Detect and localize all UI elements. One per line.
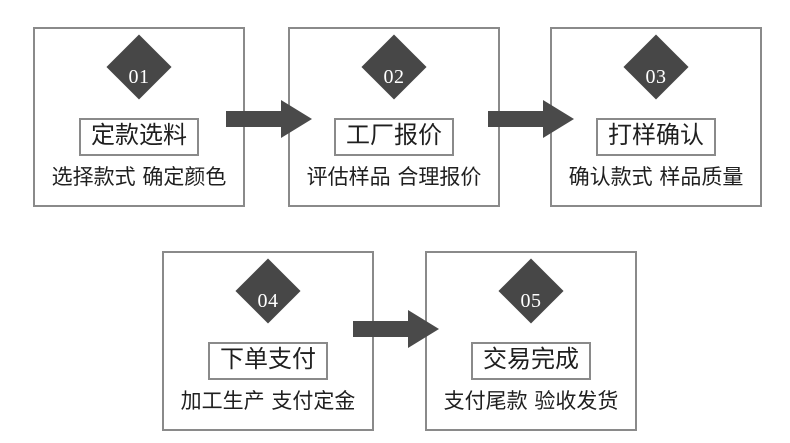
step-card-01[interactable]: 01 定款选料 选择款式 确定颜色 — [33, 27, 245, 207]
step-title-02: 工厂报价 — [334, 118, 454, 156]
step-card-04[interactable]: 04 下单支付 加工生产 支付定金 — [162, 251, 374, 431]
step-subtitle-02: 评估样品 合理报价 — [306, 165, 482, 189]
step-number-02: 02 — [383, 66, 405, 88]
arrow-right-icon-step4-step5 — [353, 310, 439, 348]
step-title-03: 打样确认 — [596, 118, 716, 156]
step-number-03: 03 — [645, 66, 667, 88]
step-number-01: 01 — [128, 66, 150, 88]
arrow-right-icon-step1-step2 — [226, 100, 312, 138]
step-title-04: 下单支付 — [208, 342, 328, 380]
step-subtitle-04: 加工生产 支付定金 — [180, 389, 356, 413]
step-subtitle-05: 支付尾款 验收发货 — [443, 389, 619, 413]
step-number-05: 05 — [520, 290, 542, 312]
step-title-01: 定款选料 — [79, 118, 199, 156]
step-title-05: 交易完成 — [471, 342, 591, 380]
step-card-03[interactable]: 03 打样确认 确认款式 样品质量 — [550, 27, 762, 207]
step-subtitle-03: 确认款式 样品质量 — [568, 165, 744, 189]
arrow-right-icon-step2-step3 — [488, 100, 574, 138]
step-number-04: 04 — [257, 290, 279, 312]
step-subtitle-01: 选择款式 确定颜色 — [51, 165, 227, 189]
step-card-02[interactable]: 02 工厂报价 评估样品 合理报价 — [288, 27, 500, 207]
step-card-05[interactable]: 05 交易完成 支付尾款 验收发货 — [425, 251, 637, 431]
